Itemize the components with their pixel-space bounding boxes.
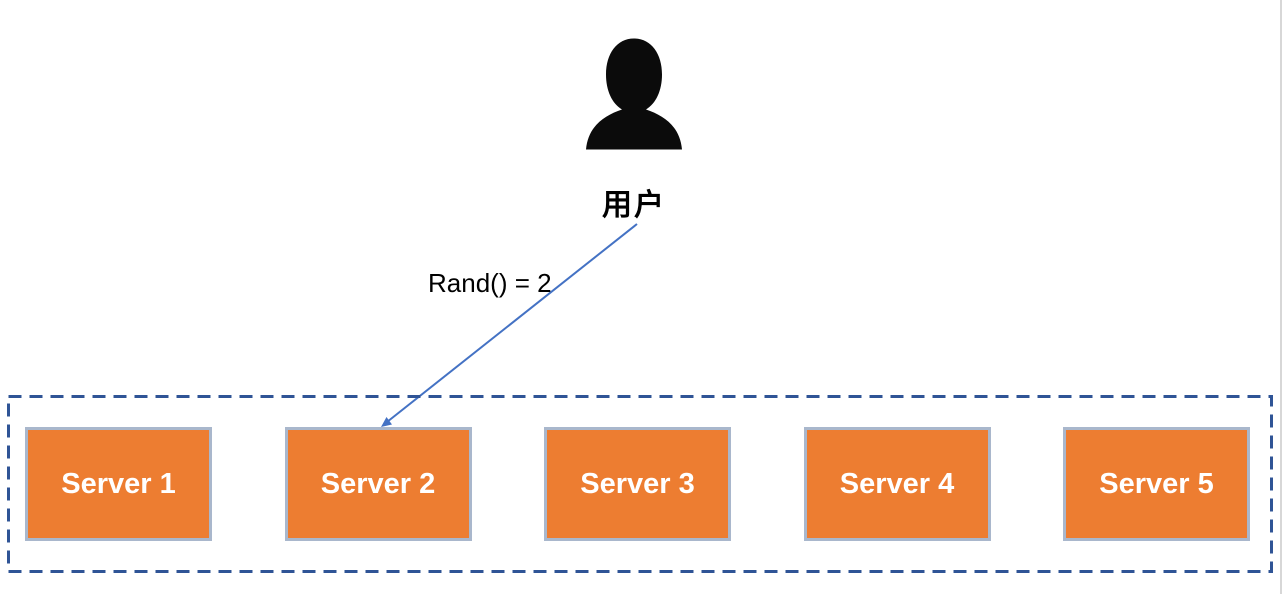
server-box-3: Server 3 [544, 427, 731, 541]
server-label: Server 2 [320, 467, 436, 500]
server-box-1: Server 1 [25, 427, 212, 541]
server-pool: Server 1 Server 2 Server 3 Server 4 Serv… [7, 395, 1273, 573]
server-label: Server 3 [580, 467, 695, 500]
user-icon-reflection [580, 151, 688, 177]
user-icon [580, 36, 688, 150]
random-selection-label: Rand() = 2 [428, 268, 552, 298]
server-label: Server 1 [61, 467, 176, 500]
server-box-2: Server 2 [284, 427, 472, 541]
server-box-4: Server 4 [803, 427, 991, 541]
server-pool-border [7, 395, 1273, 573]
user-label: 用户 [602, 189, 666, 222]
server-box-5: Server 5 [1063, 427, 1250, 541]
server-row: Server 1 Server 2 Server 3 Server 4 Serv… [10, 398, 1270, 570]
server-label: Server 5 [1099, 467, 1214, 500]
server-label: Server 4 [839, 467, 955, 500]
